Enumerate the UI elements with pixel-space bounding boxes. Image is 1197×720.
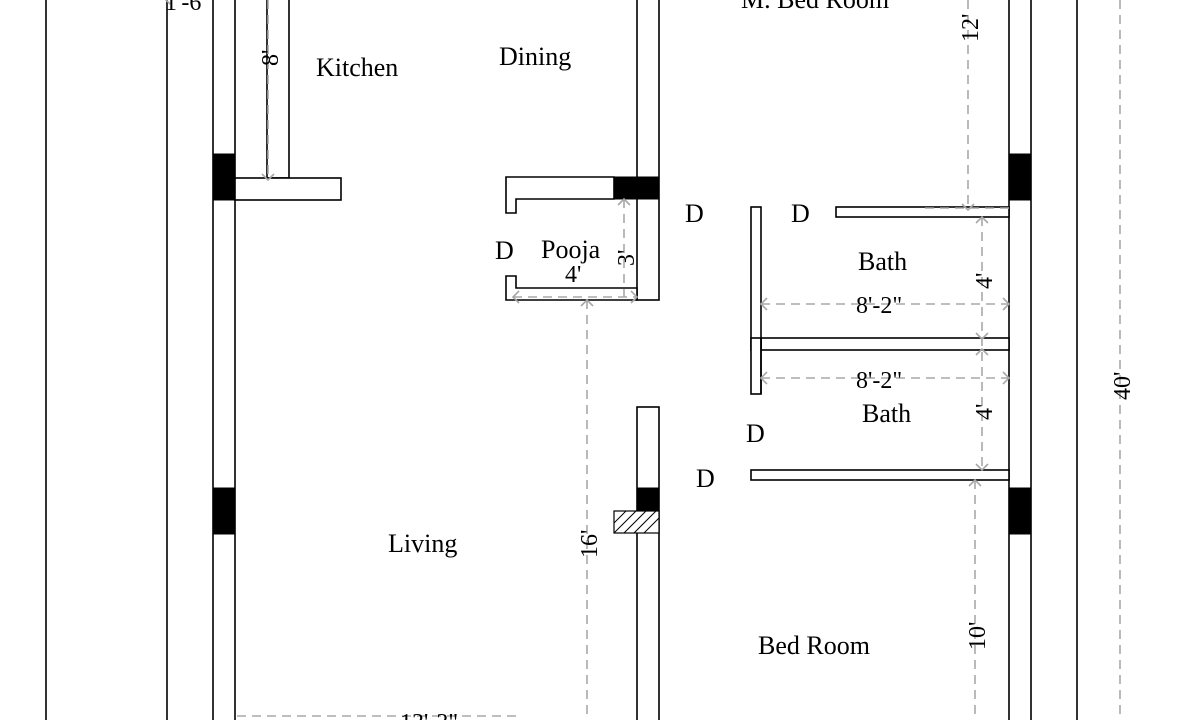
bath-left-wall-lower [750, 337, 762, 395]
dining-right-wall [636, 0, 660, 301]
hatched-niche [613, 510, 660, 534]
dimension-lines [164, 0, 1121, 720]
door-label-corridor-lower-upper: D [746, 419, 765, 448]
dim-overall-depth: 40' [1110, 372, 1136, 400]
dimension-labels: 1'-6" 8' 12' 4' 3' 8'-2" 4' 8'-2" 4' 40'… [165, 0, 1136, 720]
pooja-wall-lower [505, 275, 638, 301]
pooja-wall [505, 176, 615, 214]
room-label-pooja: Pooja [541, 235, 601, 264]
dim-top-left: 1'-6" [165, 0, 211, 16]
plot-boundary [45, 0, 1078, 720]
right-exterior-wall [1008, 0, 1032, 720]
door-label-corridor-upper-left: D [685, 199, 704, 228]
living-right-wall [636, 406, 660, 720]
door-label-corridor-upper-right: D [791, 199, 810, 228]
kitchen-counter [234, 177, 342, 201]
dim-master-bed-vertical: 12' [958, 14, 984, 42]
dim-bath-lower-width: 8'-2" [856, 368, 902, 394]
left-exterior-wall [212, 0, 236, 720]
room-label-living: Living [388, 529, 457, 558]
dim-bed-room-depth: 10' [965, 622, 991, 650]
dim-pooja-width: 4' [565, 262, 581, 288]
walls [212, 0, 1032, 720]
door-label-pooja: D [495, 236, 514, 265]
room-label-bath-upper: Bath [858, 247, 907, 276]
dim-living-depth: 16' [577, 530, 603, 558]
dim-bottom-width: 13'-3" [400, 710, 458, 720]
kitchen-partition-wall [266, 0, 290, 179]
door-markers: D D D D D [495, 199, 810, 493]
lower-corridor-wall [750, 469, 1010, 481]
door-label-corridor-lower-left: D [696, 464, 715, 493]
room-label-bed-room: Bed Room [758, 631, 870, 660]
room-label-kitchen: Kitchen [316, 53, 398, 82]
room-labels: Kitchen Dining M. Bed Room Pooja Bath Ba… [316, 0, 911, 660]
room-label-dining: Dining [499, 42, 571, 71]
bath-divider-wall [760, 337, 1010, 351]
dim-bath-lower-depth: 4' [972, 404, 998, 420]
bath-left-wall-upper [750, 206, 762, 351]
upper-corridor-wall [835, 206, 1010, 218]
room-label-bath-lower: Bath [862, 399, 911, 428]
dim-kitchen-vertical: 8' [258, 50, 284, 66]
dim-pooja-depth: 3' [614, 250, 640, 266]
room-label-master-bed: M. Bed Room [741, 0, 889, 14]
columns [212, 153, 1032, 535]
dim-bath-upper-width: 8'-2" [856, 293, 902, 319]
dim-bath-upper-depth: 4' [972, 273, 998, 289]
